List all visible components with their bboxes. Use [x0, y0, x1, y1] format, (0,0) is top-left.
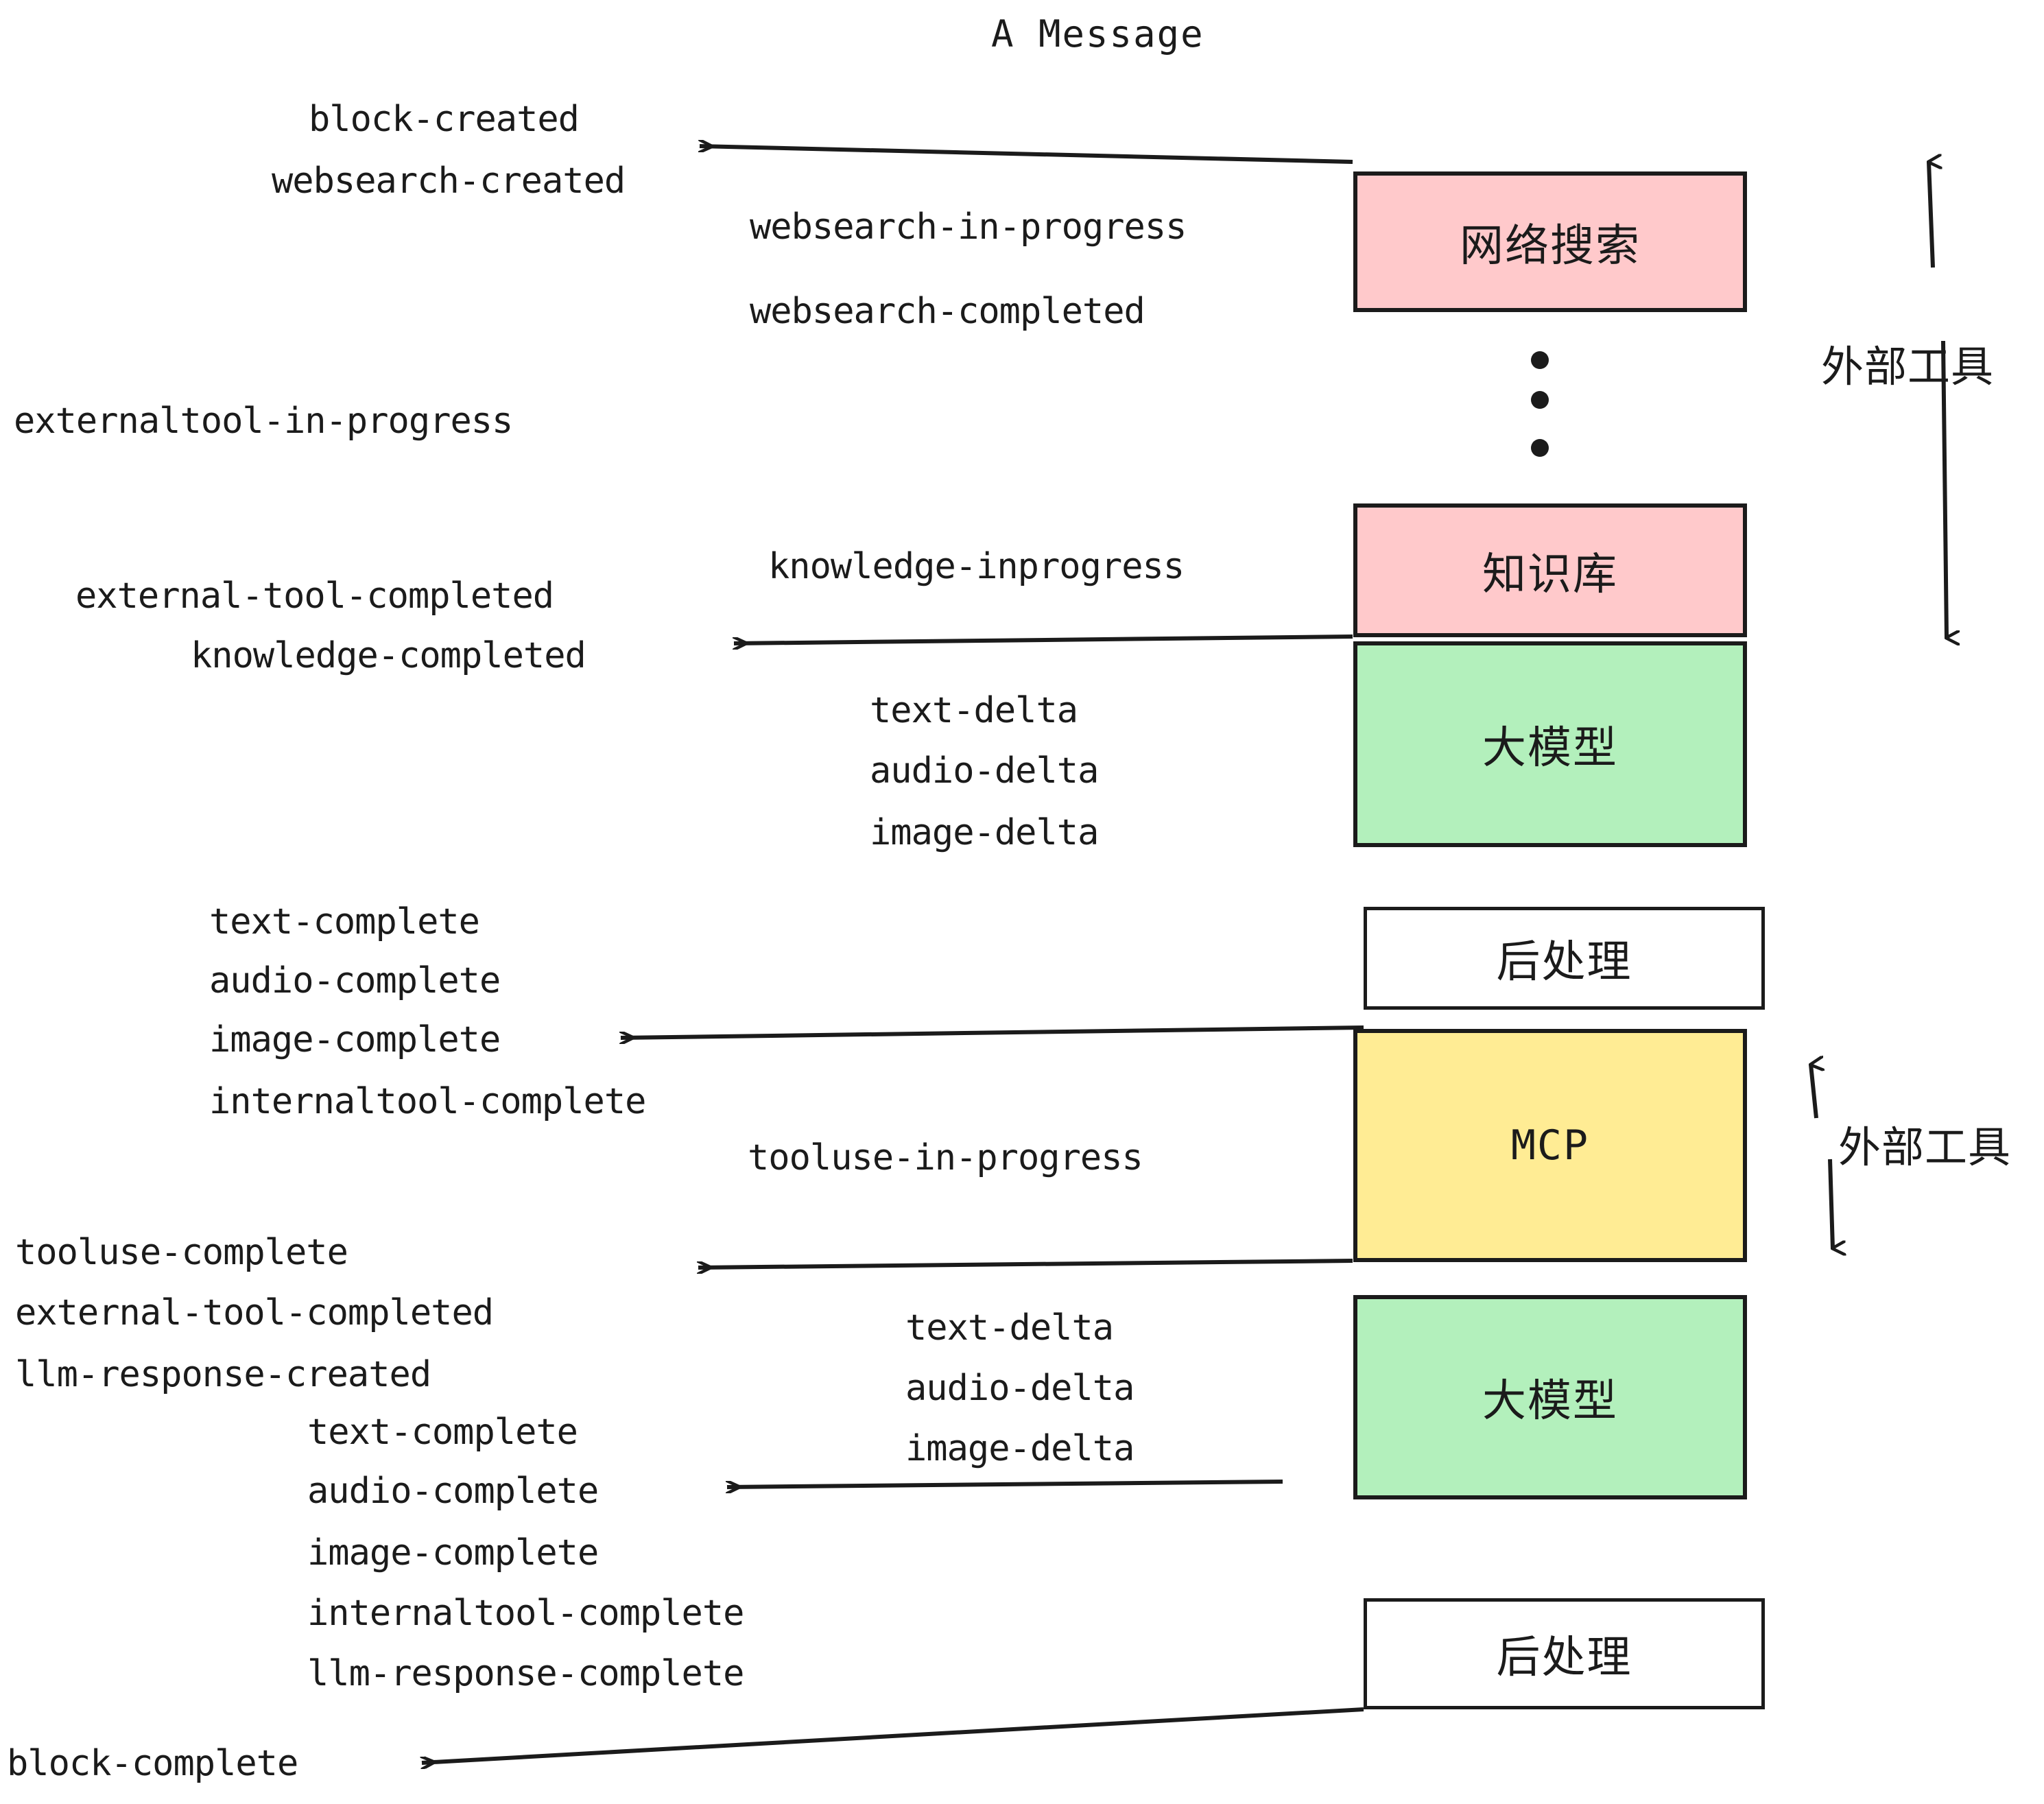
event-internaltool-complete-1: internaltool-complete — [209, 1081, 646, 1122]
event-text-complete-1: text-complete — [209, 901, 480, 942]
arrow-postprocess2-to-blockcomplete — [422, 1707, 1364, 1763]
event-websearch-created: websearch-created — [272, 161, 626, 202]
event-websearch-completed: websearch-completed — [750, 291, 1145, 332]
event-block-created: block-created — [309, 99, 580, 140]
event-audio-complete-1: audio-complete — [209, 960, 501, 1001]
ellipsis-dot-icon — [1531, 391, 1549, 409]
event-image-complete-1: image-complete — [209, 1019, 501, 1060]
event-internaltool-complete-2: internaltool-complete — [307, 1593, 744, 1634]
event-text-delta-1: text-delta — [870, 690, 1078, 731]
arrow-postprocess1-to-imagecomplete — [621, 1025, 1364, 1038]
event-audio-delta-1: audio-delta — [870, 750, 1099, 792]
node-knowledge[interactable]: 知识库 — [1353, 503, 1747, 637]
arrow-llm2-to-audiocomplete — [727, 1480, 1283, 1487]
ellipsis-dot-icon — [1531, 439, 1549, 457]
event-text-delta-2: text-delta — [905, 1307, 1114, 1349]
event-knowledge-completed: knowledge-completed — [191, 635, 586, 676]
node-llm-2[interactable]: 大模型 — [1353, 1295, 1747, 1499]
event-image-delta-1: image-delta — [870, 812, 1099, 853]
event-audio-delta-2: audio-delta — [905, 1368, 1134, 1409]
arrow-websearch-to-blockcreated — [700, 146, 1353, 164]
event-external-tool-completed-1: external-tool-completed — [75, 575, 554, 617]
event-externaltool-in-progress: externaltool-in-progress — [14, 401, 513, 442]
diagram-title: A Message — [991, 12, 1204, 56]
node-llm-1[interactable]: 大模型 — [1353, 641, 1747, 847]
event-audio-complete-2: audio-complete — [307, 1471, 599, 1512]
event-image-complete-2: image-complete — [307, 1532, 599, 1574]
group-label-external-tools-bottom: 外部工具 — [1838, 1122, 2012, 1172]
arrow-mcp-to-toolusecomplete — [698, 1259, 1353, 1268]
event-external-tool-completed-2: external-tool-completed — [15, 1292, 494, 1333]
event-tooluse-complete: tooluse-complete — [15, 1232, 348, 1273]
event-block-complete: block-complete — [7, 1743, 298, 1784]
arrow-external-tools-top-up — [1929, 162, 1933, 268]
event-llm-response-complete: llm-response-complete — [307, 1653, 744, 1694]
event-websearch-in-progress: websearch-in-progress — [750, 206, 1187, 248]
event-text-complete-2: text-complete — [307, 1412, 578, 1453]
arrow-external-tools-bottom-down — [1828, 1159, 1833, 1248]
node-websearch[interactable]: 网络搜索 — [1353, 171, 1747, 312]
node-mcp[interactable]: MCP — [1353, 1029, 1747, 1262]
event-tooluse-in-progress: tooluse-in-progress — [748, 1137, 1143, 1178]
ellipsis-dot-icon — [1531, 351, 1549, 369]
node-postprocess-2[interactable]: 后处理 — [1364, 1598, 1765, 1709]
event-knowledge-inprogress: knowledge-inprogress — [768, 546, 1185, 587]
arrow-knowledge-to-completed — [734, 634, 1353, 643]
arrow-external-tools-bottom-up — [1811, 1065, 1816, 1119]
group-label-external-tools-top: 外部工具 — [1821, 342, 1995, 392]
event-llm-response-created: llm-response-created — [15, 1354, 431, 1395]
event-image-delta-2: image-delta — [905, 1428, 1134, 1469]
node-postprocess-1[interactable]: 后处理 — [1364, 907, 1765, 1010]
